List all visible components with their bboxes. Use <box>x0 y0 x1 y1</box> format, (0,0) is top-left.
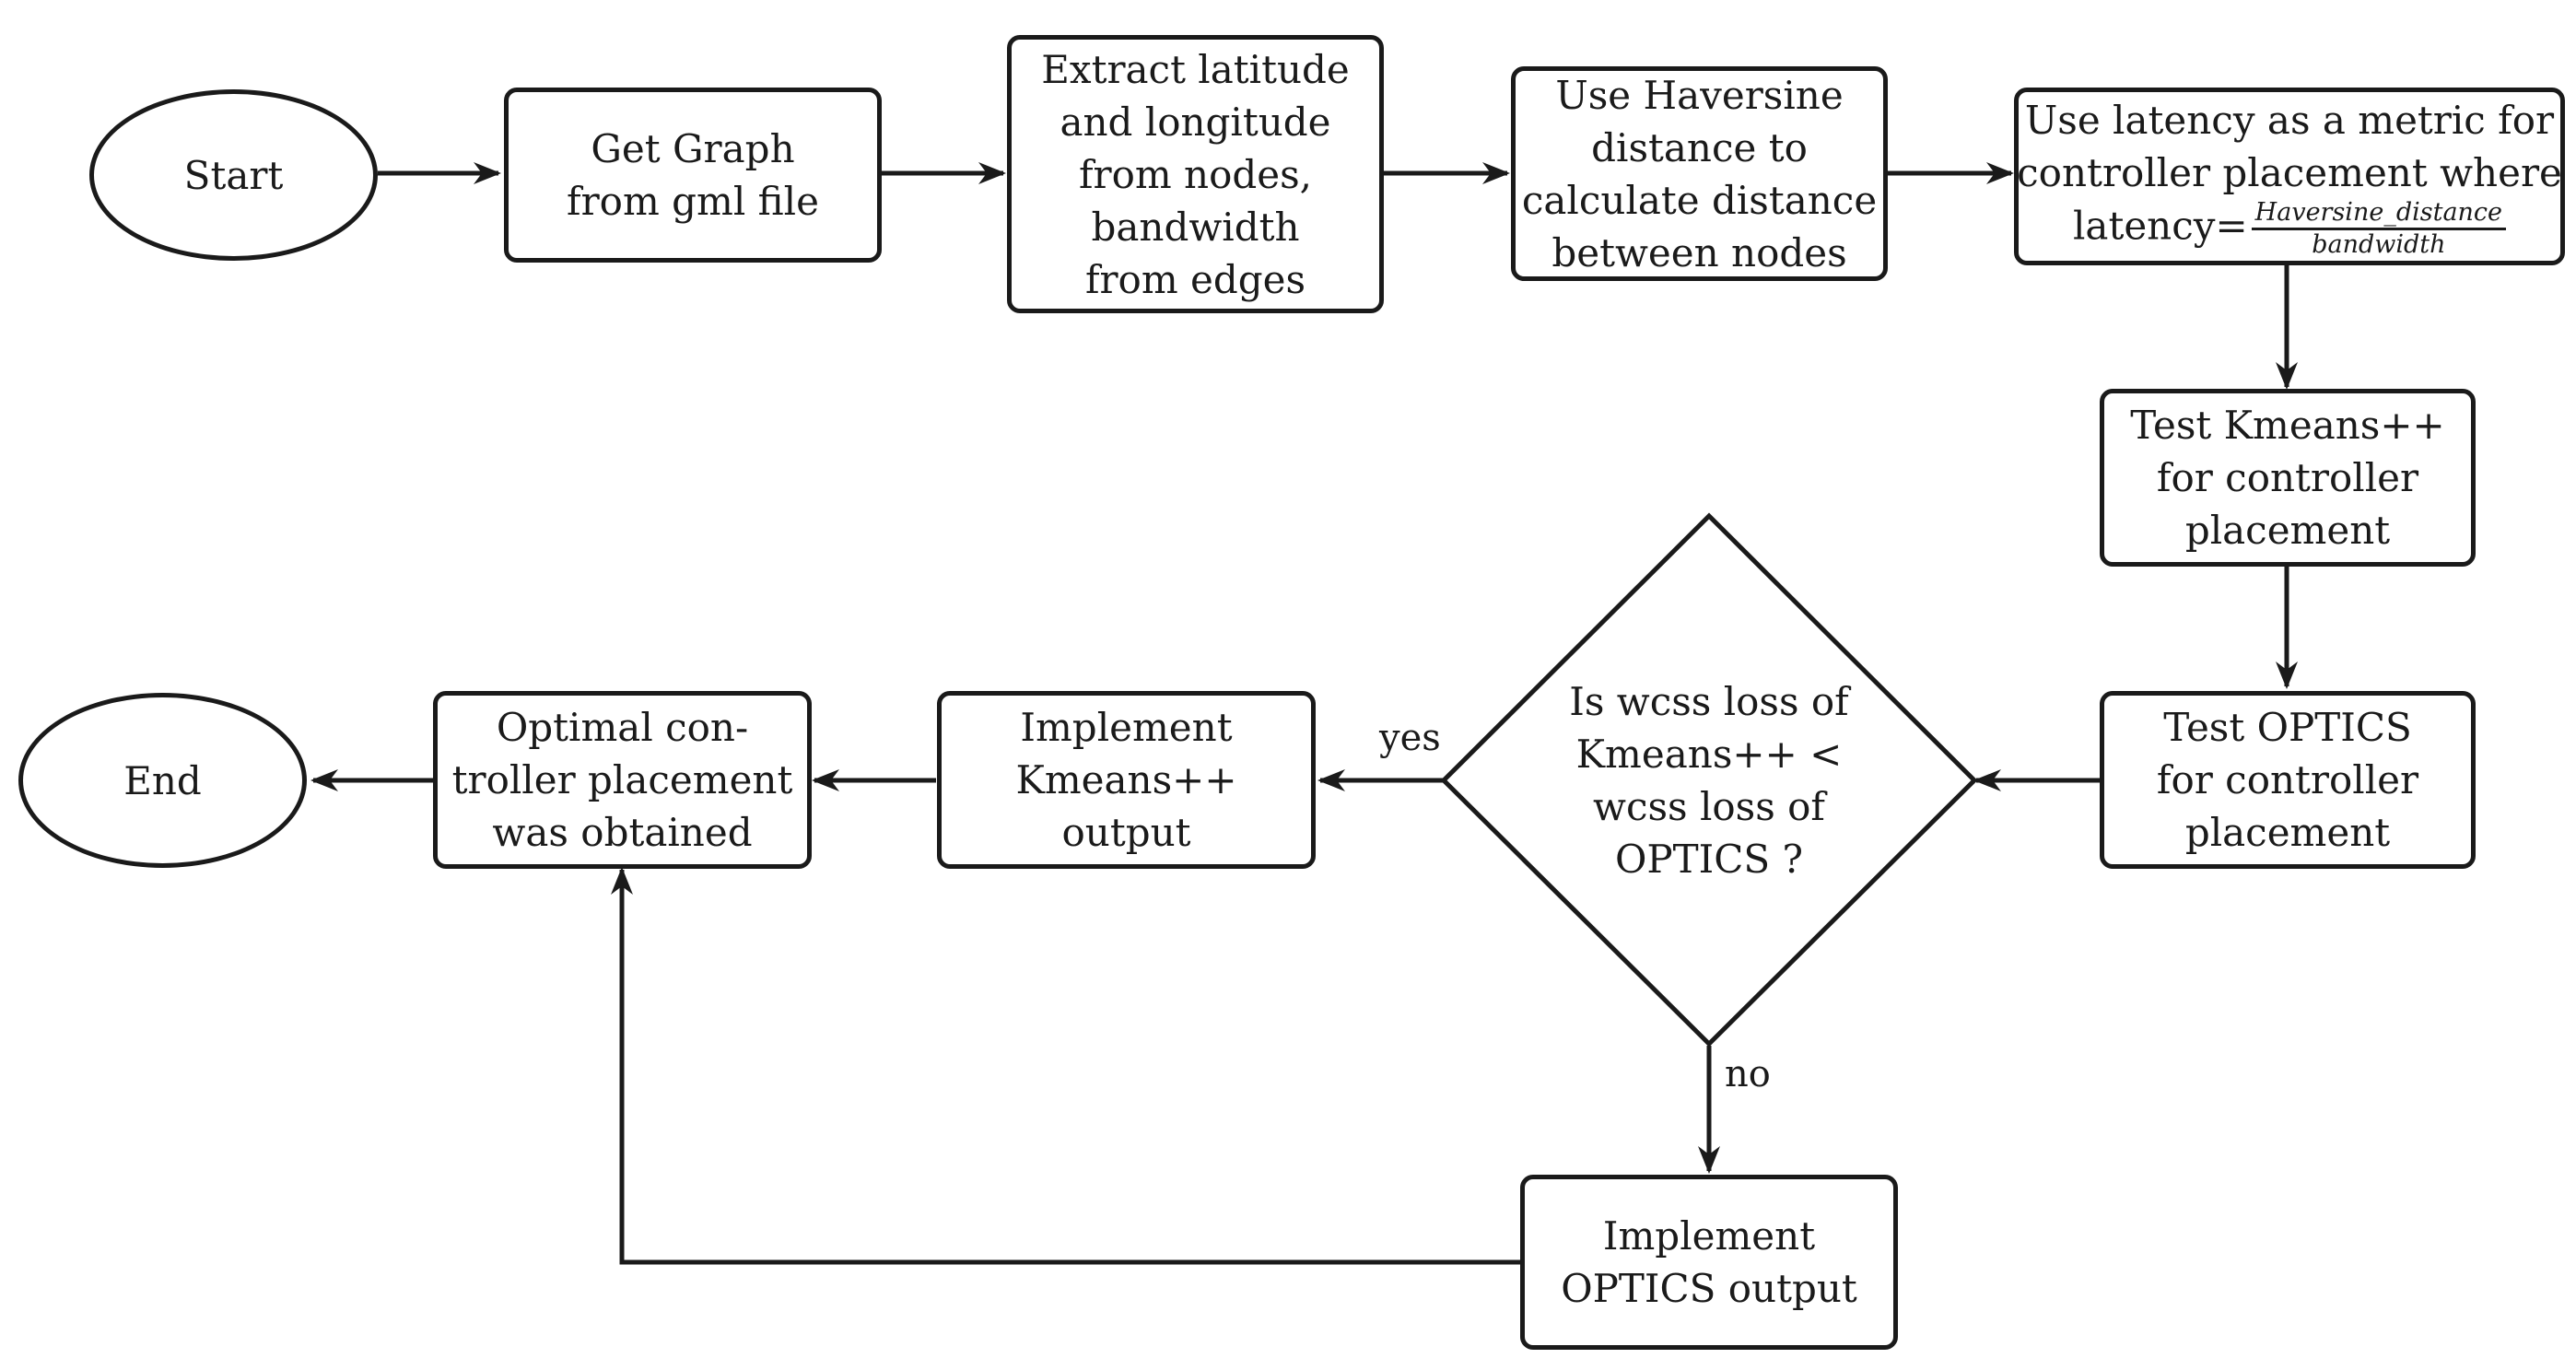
haversine-node: Use Haversine distance to calculate dist… <box>1511 66 1888 281</box>
test-kmeans-line-2: for controller <box>2156 455 2419 500</box>
haversine-line-4: between nodes <box>1551 229 1847 275</box>
latency-numerator: Haversine_distance <box>2251 199 2507 230</box>
optimal-line-1: Optimal con- <box>496 705 749 750</box>
extract-line-1: Extract latitude <box>1041 46 1350 92</box>
latency-line-1: Use latency as a metric for <box>2024 98 2555 143</box>
impl-kmeans-node: Implement Kmeans++ output <box>937 691 1316 869</box>
test-optics-line-1: Test OPTICS <box>2163 705 2412 750</box>
test-kmeans-line-1: Test Kmeans++ <box>2130 403 2445 448</box>
end-label: End <box>123 757 202 803</box>
impl-kmeans-line-2: Kmeans++ <box>1015 757 1237 802</box>
optimal-line-2: troller placement <box>451 757 793 802</box>
impl-kmeans-line-3: output <box>1061 810 1191 855</box>
latency-line-2: controller placement where <box>2017 150 2562 195</box>
test-kmeans-line-3: placement <box>2184 508 2391 553</box>
edge-label-yes: yes <box>1379 717 1441 759</box>
test-optics-line-3: placement <box>2184 810 2391 855</box>
extract-line-4: bandwidth <box>1091 204 1300 250</box>
extract-line-3: from nodes, <box>1078 151 1313 197</box>
test-optics-line-2: for controller <box>2156 757 2419 802</box>
decision-line-1: Is wcss loss of <box>1569 679 1849 724</box>
start-node: Start <box>89 89 378 261</box>
edge-label-no: no <box>1725 1053 1771 1095</box>
optimal-node: Optimal con- troller placement was obtai… <box>433 691 812 869</box>
haversine-line-1: Use Haversine <box>1555 72 1844 118</box>
latency-formula-prefix: latency= <box>2072 203 2248 249</box>
extract-line-5: from edges <box>1084 256 1306 302</box>
haversine-line-3: calculate distance <box>1521 177 1878 223</box>
latency-denominator: bandwidth <box>2312 230 2446 259</box>
impl-optics-line-2: OPTICS output <box>1561 1266 1857 1311</box>
edge-impl-optics-to-optimal <box>611 867 1520 1265</box>
extract-line-2: and longitude <box>1060 99 1331 145</box>
impl-kmeans-line-1: Implement <box>1020 705 1233 750</box>
latency-node: Use latency as a metric for controller p… <box>2014 88 2565 265</box>
impl-optics-line-1: Implement <box>1602 1213 1816 1259</box>
get-graph-node: Get Graph from gml file <box>504 88 882 263</box>
optimal-line-3: was obtained <box>492 810 753 855</box>
decision-diamond <box>1440 512 1978 1048</box>
test-optics-node: Test OPTICS for controller placement <box>2100 691 2476 869</box>
get-graph-line-2: from gml file <box>567 179 819 224</box>
decision-line-4: OPTICS ? <box>1614 837 1804 882</box>
get-graph-line-1: Get Graph <box>591 126 795 171</box>
decision-line-3: wcss loss of <box>1593 784 1825 829</box>
start-label: Start <box>183 152 284 198</box>
haversine-line-2: distance to <box>1591 124 1808 170</box>
decision-line-2: Kmeans++ < <box>1575 732 1843 777</box>
test-kmeans-node: Test Kmeans++ for controller placement <box>2100 389 2476 567</box>
end-node: End <box>18 693 307 868</box>
impl-optics-node: Implement OPTICS output <box>1520 1175 1898 1350</box>
extract-node: Extract latitude and longitude from node… <box>1007 35 1384 313</box>
decision-text: Is wcss loss of Kmeans++ < wcss loss of … <box>1525 642 1893 919</box>
